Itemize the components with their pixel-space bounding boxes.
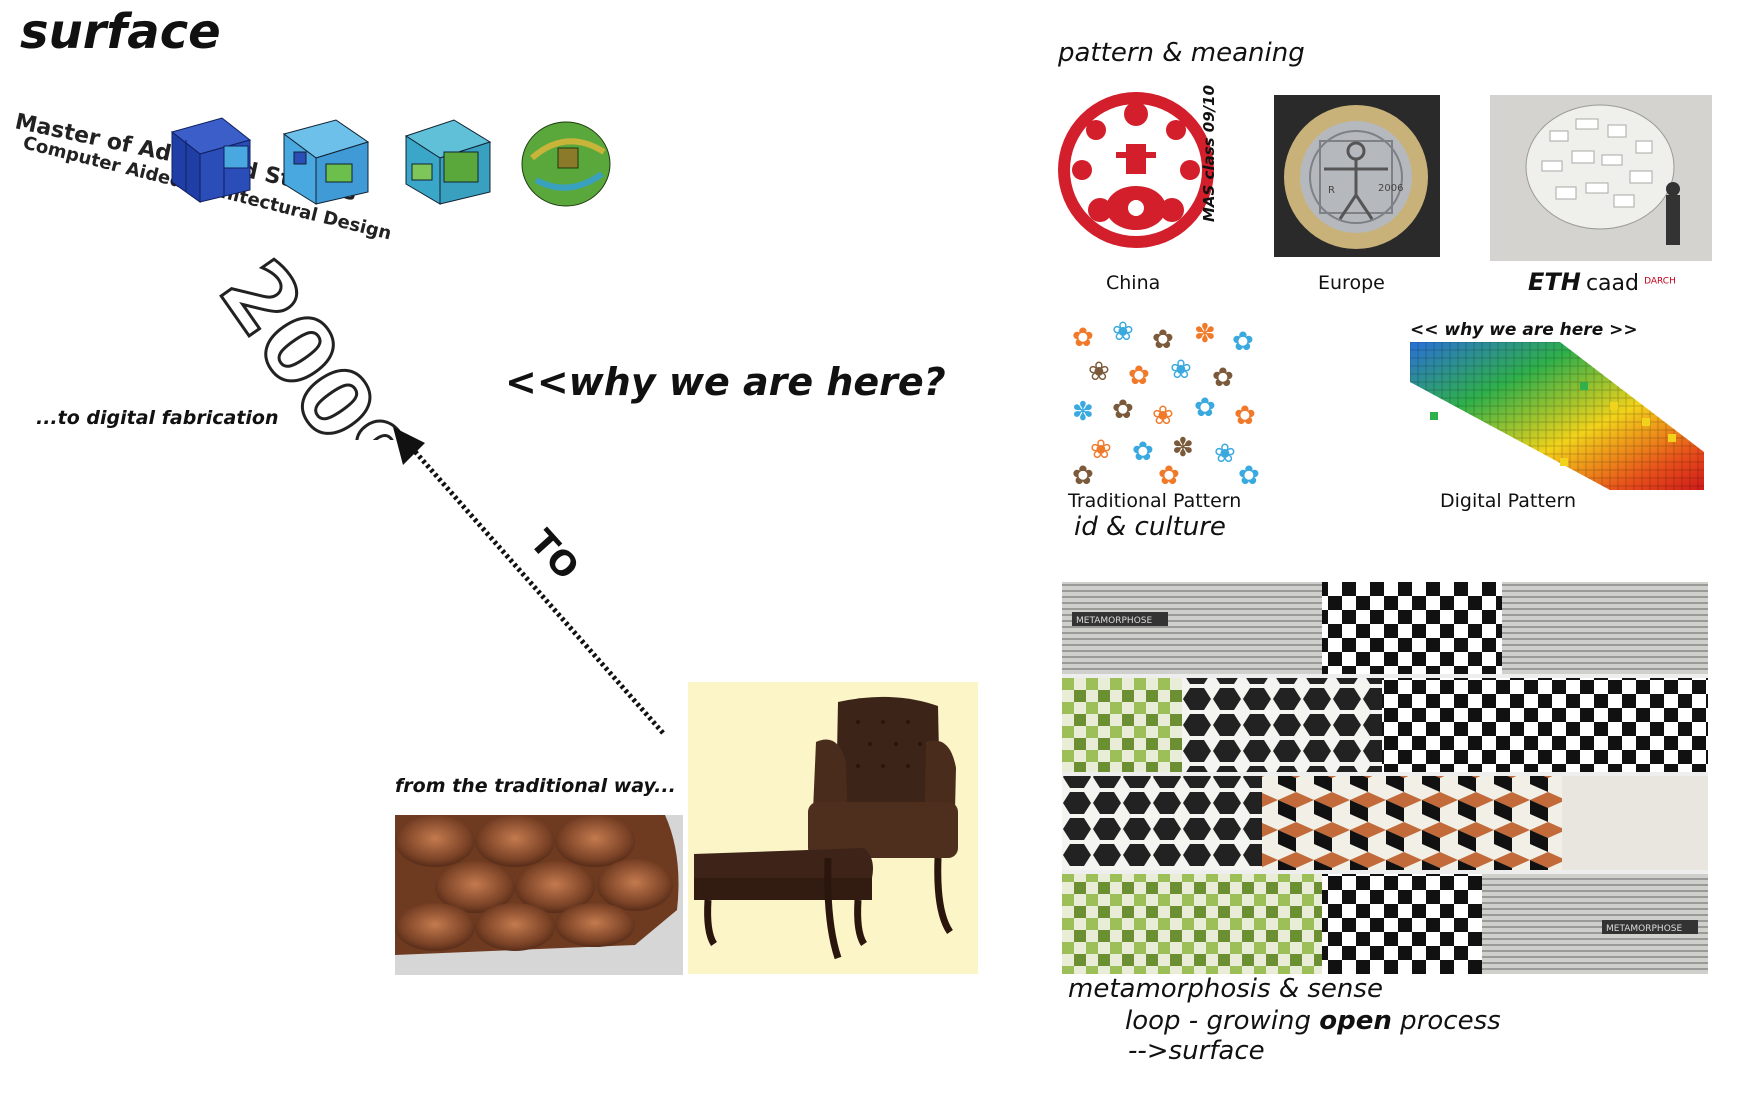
- svg-text:✿: ✿: [1112, 395, 1134, 425]
- traditional-pattern-image: ✿❀ ✿✽ ✿ ❀✿ ❀✿ ✽✿ ❀✿ ✿ ❀✿ ✽❀ ✿✿ ✿: [1068, 320, 1266, 486]
- svg-text:✿: ✿: [1194, 393, 1216, 423]
- china-caption: China: [1106, 272, 1161, 294]
- loop-open: open: [1319, 1006, 1392, 1036]
- metamorphose-tag-2: METAMORPHOSE: [1606, 924, 1683, 934]
- svg-text:✿: ✿: [1152, 325, 1174, 355]
- svg-text:✿: ✿: [1158, 461, 1180, 486]
- pattern-meaning-heading: pattern & meaning: [1058, 38, 1305, 68]
- mas-class-label: MAS class 09/10: [1200, 84, 1218, 222]
- voxel-cube-1: [162, 110, 257, 205]
- svg-text:❀: ❀: [1088, 357, 1110, 387]
- svg-text:❀: ❀: [1112, 320, 1134, 347]
- why-banner: << why we are here >>: [1410, 320, 1638, 340]
- svg-text:✿: ✿: [1234, 401, 1256, 431]
- metamorphose-tag-1: METAMORPHOSE: [1076, 616, 1153, 626]
- svg-text:✽: ✽: [1172, 433, 1194, 463]
- coin-year: 2006: [1378, 183, 1403, 194]
- euro-coin-image: 2006 R: [1274, 95, 1440, 257]
- page-title: surface: [20, 4, 221, 60]
- traditional-way-label: from the traditional way...: [395, 775, 676, 797]
- arrow-surface-caption: -->surface: [1128, 1036, 1265, 1066]
- why-question: <<why we are here?: [505, 360, 946, 404]
- traditional-pattern-caption: Traditional Pattern: [1068, 490, 1242, 512]
- metamorphosis-caption: metamorphosis & sense: [1068, 974, 1383, 1004]
- eth-caad-logo: ETH caad DARCH: [1528, 268, 1676, 296]
- voxel-cube-3: [398, 112, 498, 207]
- caad-label: caad: [1585, 271, 1639, 296]
- svg-text:✽: ✽: [1072, 397, 1094, 427]
- svg-text:❀: ❀: [1090, 435, 1112, 465]
- eth-sculpture-image: [1490, 95, 1712, 261]
- loop-prefix: loop - growing: [1125, 1006, 1320, 1036]
- digital-pattern-caption: Digital Pattern: [1440, 490, 1577, 512]
- tufted-sofa-image: [395, 815, 683, 975]
- svg-text:✿: ✿: [1072, 461, 1094, 486]
- svg-text:✿: ✿: [1212, 363, 1234, 393]
- svg-text:✽: ✽: [1194, 320, 1216, 349]
- voxel-sphere: [518, 118, 618, 210]
- svg-text:❀: ❀: [1170, 355, 1192, 385]
- armchair-image: [688, 682, 978, 974]
- loop-caption: loop - growing open process: [1125, 1006, 1501, 1036]
- id-culture-label: id & culture: [1074, 512, 1226, 542]
- voxel-cube-2: [276, 112, 376, 207]
- digital-pattern-image: [1410, 342, 1704, 490]
- europe-caption: Europe: [1318, 272, 1385, 294]
- metamorphosis-image: METAMORPHOSE METAMORPHOSE: [1062, 582, 1708, 974]
- coin-letter: R: [1328, 185, 1335, 196]
- svg-text:✿: ✿: [1232, 327, 1254, 357]
- svg-text:✿: ✿: [1238, 461, 1260, 486]
- svg-text:❀: ❀: [1214, 439, 1236, 469]
- svg-text:✿: ✿: [1072, 323, 1094, 353]
- dotted-arrow: [385, 425, 685, 745]
- eth-label: ETH: [1528, 268, 1581, 296]
- svg-text:✿: ✿: [1128, 361, 1150, 391]
- svg-text:✿: ✿: [1132, 437, 1154, 467]
- china-pattern-image: [1056, 90, 1216, 250]
- svg-text:❀: ❀: [1152, 401, 1174, 431]
- darch-label: DARCH: [1644, 276, 1676, 287]
- digital-fabrication-label: ...to digital fabrication: [36, 407, 279, 429]
- loop-suffix: process: [1391, 1006, 1501, 1036]
